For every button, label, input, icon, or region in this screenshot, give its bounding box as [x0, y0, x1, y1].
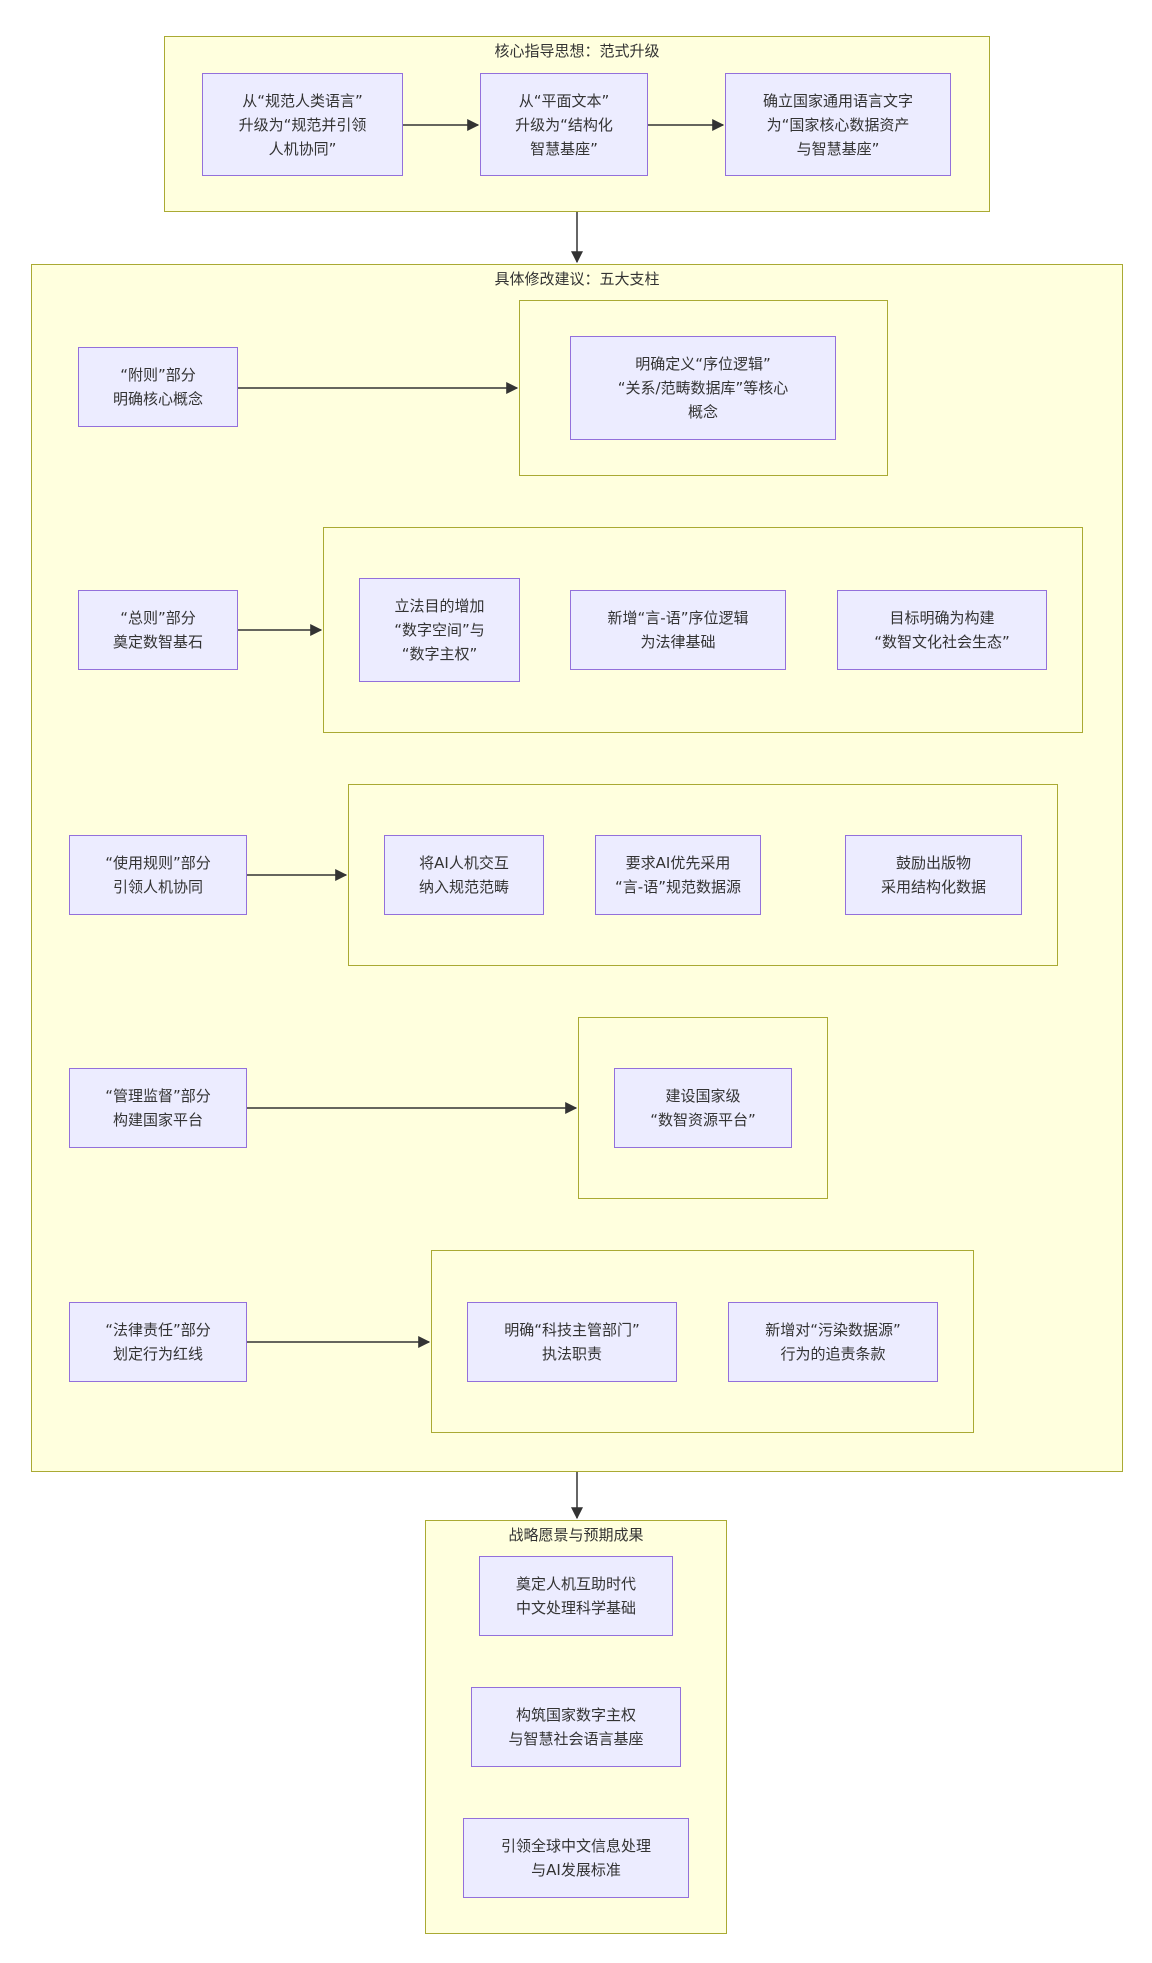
- node-text-line: 构建国家平台: [112, 1111, 203, 1129]
- pillar-label-liability[interactable]: “法律责任”部分 划定行为红线: [69, 1302, 247, 1382]
- node-text-line: “数字空间”与: [394, 621, 485, 639]
- pillar-label-usage[interactable]: “使用规则”部分 引领人机协同: [69, 835, 247, 915]
- vision-cluster-title: 战略愿景与预期成果: [508, 1526, 644, 1544]
- pillar-item-ecosystem-goal[interactable]: 目标明确为构建 “数智文化社会生态”: [837, 590, 1047, 670]
- pillar-item-ai-interaction[interactable]: 将AI人机交互 纳入规范范畴: [384, 835, 544, 915]
- node-text-line: 采用结构化数据: [880, 878, 986, 896]
- node-text-line: 升级为“规范并引领: [238, 115, 367, 134]
- vision-node-3[interactable]: 引领全球中文信息处理 与AI发展标准: [463, 1818, 689, 1898]
- node-text-line: 明确定义“序位逻辑”: [635, 355, 771, 373]
- node-text-line: 执法职责: [541, 1345, 602, 1363]
- node-text-line: 立法目的增加: [394, 597, 485, 615]
- node-text-line: 目标明确为构建: [889, 609, 995, 627]
- pillar-item-core-concepts[interactable]: 明确定义“序位逻辑” “关系/范畴数据库”等核心 概念: [570, 336, 836, 440]
- node-text-line: 人机协同”: [268, 139, 337, 158]
- pillar-item-legislative-purpose[interactable]: 立法目的增加 “数字空间”与 “数字主权”: [359, 578, 520, 682]
- node-text-line: “数智资源平台”: [650, 1111, 756, 1129]
- node-text-line: 行为的追责条款: [780, 1345, 886, 1363]
- guiding-cluster-title: 核心指导思想：范式升级: [494, 42, 660, 60]
- node-text-line: 新增“言-语”序位逻辑: [607, 609, 749, 627]
- node-text-line: 与智慧社会语言基座: [508, 1730, 644, 1748]
- node-text-line: 明确核心概念: [112, 390, 203, 408]
- pillar-label-supervision[interactable]: “管理监督”部分 构建国家平台: [69, 1068, 247, 1148]
- node-text-line: 与智慧基座”: [796, 139, 880, 158]
- node-text-line: “数字主权”: [401, 645, 478, 663]
- node-text-line: 概念: [687, 403, 718, 421]
- node-text-line: 从“平面文本”: [518, 91, 610, 110]
- node-text-line: 智慧基座”: [530, 139, 598, 158]
- pillar-item-enforcement-duty[interactable]: 明确“科技主管部门” 执法职责: [467, 1302, 677, 1382]
- node-text-line: “数智文化社会生态”: [874, 633, 1010, 651]
- node-text-line: 与AI发展标准: [531, 1861, 621, 1879]
- node-text-line: “附则”部分: [120, 366, 196, 384]
- node-text-line: 奠定数智基石: [112, 633, 203, 651]
- node-text-line: 新增对“污染数据源”: [765, 1321, 901, 1339]
- pillar-item-national-platform[interactable]: 建设国家级 “数智资源平台”: [614, 1068, 792, 1148]
- node-text-line: 划定行为红线: [112, 1345, 203, 1363]
- pillar-item-order-logic[interactable]: 新增“言-语”序位逻辑 为法律基础: [570, 590, 786, 670]
- node-text-line: “总则”部分: [120, 609, 196, 627]
- pillars-cluster-title: 具体修改建议：五大支柱: [494, 270, 660, 288]
- node-text-line: 确立国家通用语言文字: [762, 91, 913, 110]
- node-text-line: 纳入规范范畴: [418, 878, 509, 896]
- node-text-line: 鼓励出版物: [895, 854, 971, 872]
- node-text-line: 引领人机协同: [112, 878, 203, 896]
- node-text-line: 升级为“结构化: [515, 115, 613, 134]
- node-text-line: 明确“科技主管部门”: [504, 1321, 640, 1339]
- node-text-line: 将AI人机交互: [419, 854, 509, 872]
- guiding-node-3[interactable]: 确立国家通用语言文字 为“国家核心数据资产 与智慧基座”: [725, 73, 951, 176]
- node-text-line: 从“规范人类语言”: [242, 91, 363, 110]
- node-text-line: “管理监督”部分: [105, 1087, 211, 1105]
- guiding-node-1[interactable]: 从“规范人类语言” 升级为“规范并引领 人机协同”: [202, 73, 403, 176]
- node-text-line: 奠定人机互助时代: [515, 1575, 636, 1593]
- vision-node-1[interactable]: 奠定人机互助时代 中文处理科学基础: [479, 1556, 673, 1636]
- node-text-line: 引领全球中文信息处理: [500, 1837, 651, 1855]
- pillar-item-pollution-accountability[interactable]: 新增对“污染数据源” 行为的追责条款: [728, 1302, 938, 1382]
- node-text-line: 为法律基础: [640, 633, 716, 651]
- pillar-item-ai-data-source[interactable]: 要求AI优先采用 “言-语”规范数据源: [595, 835, 761, 915]
- node-text-line: 为“国家核心数据资产: [766, 115, 910, 134]
- pillar-item-structured-publishing[interactable]: 鼓励出版物 采用结构化数据: [845, 835, 1022, 915]
- node-text-line: “法律责任”部分: [105, 1321, 211, 1339]
- node-text-line: “关系/范畴数据库”等核心: [617, 379, 789, 397]
- pillar-label-general[interactable]: “总则”部分 奠定数智基石: [78, 590, 238, 670]
- pillar-label-appendix[interactable]: “附则”部分 明确核心概念: [78, 347, 238, 427]
- node-text-line: 建设国家级: [665, 1087, 741, 1105]
- node-text-line: “使用规则”部分: [105, 854, 211, 872]
- guiding-node-2[interactable]: 从“平面文本” 升级为“结构化 智慧基座”: [480, 73, 648, 176]
- node-text-line: “言-语”规范数据源: [615, 878, 741, 896]
- node-text-line: 中文处理科学基础: [515, 1599, 636, 1617]
- node-text-line: 要求AI优先采用: [625, 854, 731, 872]
- vision-node-2[interactable]: 构筑国家数字主权 与智慧社会语言基座: [471, 1687, 681, 1767]
- node-text-line: 构筑国家数字主权: [515, 1706, 636, 1724]
